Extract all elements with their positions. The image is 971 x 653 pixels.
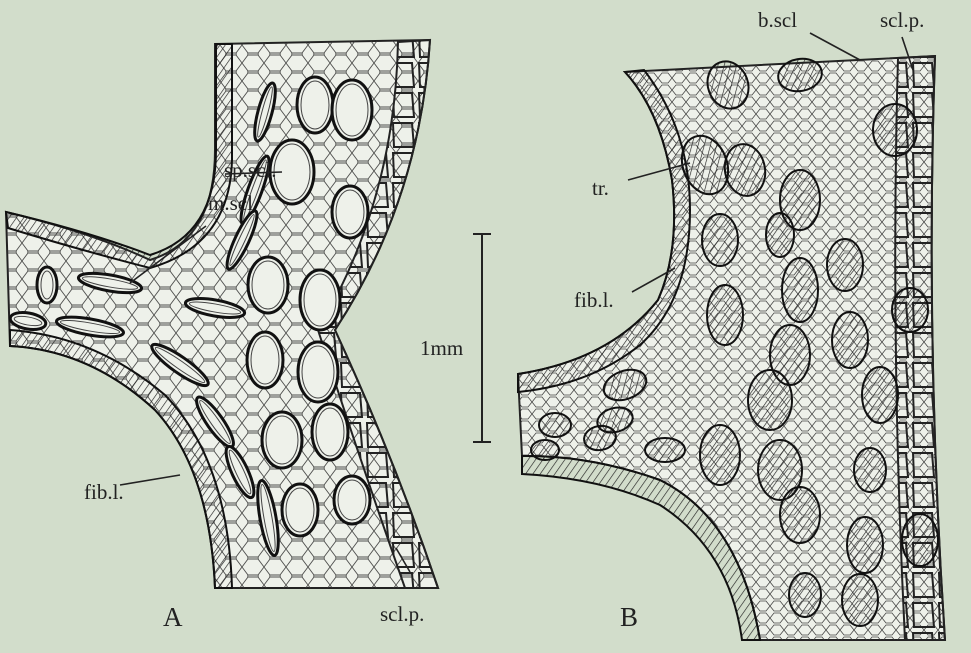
tracheid-18 — [854, 448, 886, 492]
label-b-scl: b.scl — [758, 10, 797, 31]
sclereid-1 — [297, 77, 333, 133]
tracheid-15 — [748, 370, 792, 430]
tracheid-7 — [702, 214, 738, 266]
sclereid-12 — [262, 412, 302, 468]
tracheid-3 — [873, 104, 917, 156]
label-fib-l-b: fib.l. — [574, 290, 614, 311]
sclereid-15 — [334, 476, 370, 524]
tracheid-10 — [827, 239, 863, 291]
tracheid-28 — [789, 573, 821, 617]
tracheid-30 — [766, 213, 794, 257]
tracheid-21 — [539, 413, 571, 437]
sclereid-2 — [332, 80, 372, 140]
panel-a-fiber-layer-upper — [6, 44, 232, 268]
sclereid-20 — [37, 267, 57, 303]
label-fib-l-a: fib.l. — [84, 482, 124, 503]
panel-a-section — [6, 40, 438, 588]
label-scl-p-a: scl.p. — [380, 604, 424, 625]
tracheid-23 — [645, 438, 685, 462]
scale-bar — [473, 234, 491, 442]
label-sp-scl: sp.scl. — [224, 160, 277, 181]
panel-b-letter: B — [620, 604, 638, 631]
tracheid-25 — [780, 487, 820, 543]
sclereid-11 — [298, 342, 338, 402]
tracheid-9 — [782, 258, 818, 322]
sclereid-13 — [312, 404, 348, 460]
sclereid-8 — [248, 257, 288, 313]
sclereid-14 — [282, 484, 318, 536]
tracheid-24 — [531, 440, 559, 460]
label-tr: tr. — [592, 178, 609, 199]
tracheid-14 — [892, 288, 928, 332]
sclereid-10 — [247, 332, 283, 388]
scale-bar-label: 1mm — [420, 338, 463, 359]
tracheid-29 — [842, 574, 878, 626]
label-scl-p-b: scl.p. — [880, 10, 924, 31]
tracheid-27 — [902, 514, 938, 566]
panel-a-letter: A — [163, 604, 183, 631]
sclereid-4 — [332, 186, 368, 238]
panel-b-section — [518, 55, 945, 640]
tracheid-12 — [832, 312, 868, 368]
label-m-scl: m.scl — [208, 193, 253, 214]
tracheid-8 — [707, 285, 743, 345]
tracheid-13 — [862, 367, 898, 423]
sclereid-9 — [300, 270, 340, 330]
tracheid-26 — [847, 517, 883, 573]
tracheid-16 — [700, 425, 740, 485]
